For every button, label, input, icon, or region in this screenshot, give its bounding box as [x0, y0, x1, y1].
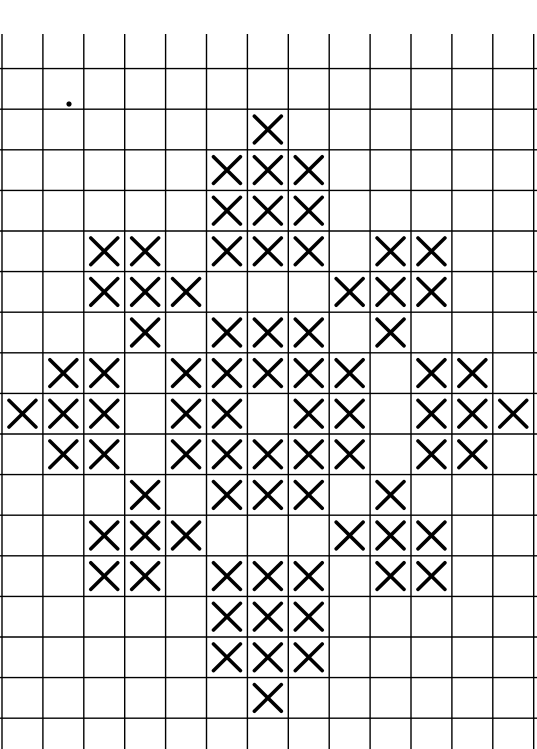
cross-stitch-mark [9, 400, 36, 427]
cross-stitch-mark [173, 360, 200, 387]
cross-stitch-mark [214, 603, 241, 630]
cross-stitch-mark [295, 238, 322, 265]
cross-stitch-mark [173, 400, 200, 427]
cross-stitch-mark [132, 563, 159, 590]
cross-stitch-mark [214, 238, 241, 265]
cross-stitch-mark [254, 157, 281, 184]
cross-stitch-mark [418, 400, 445, 427]
cross-stitch-mark [254, 238, 281, 265]
cross-stitch-mark [295, 482, 322, 509]
cross-stitch-mark [91, 441, 118, 468]
cross-stitch-mark [214, 482, 241, 509]
cross-stitch-mark [418, 360, 445, 387]
cross-stitch-mark [254, 482, 281, 509]
cross-stitch-mark [214, 157, 241, 184]
cross-stitch-mark [295, 563, 322, 590]
cross-stitch-mark [91, 360, 118, 387]
cross-stitch-mark [132, 279, 159, 306]
cross-stitch-mark [336, 522, 363, 549]
cross-stitch-mark [50, 400, 77, 427]
cross-stitch-mark [173, 441, 200, 468]
cross-stitch-mark [173, 279, 200, 306]
cross-stitch-mark [295, 157, 322, 184]
cross-stitch-mark [214, 563, 241, 590]
cross-stitch-mark [91, 238, 118, 265]
cross-stitch-mark [91, 400, 118, 427]
cross-stitch-mark [418, 563, 445, 590]
cross-stitch-mark [214, 319, 241, 346]
cross-stitch-mark [254, 603, 281, 630]
cross-stitch-mark [295, 644, 322, 671]
cross-stitch-mark [214, 644, 241, 671]
cross-stitch-mark [459, 441, 486, 468]
cross-stitch-mark [295, 441, 322, 468]
stitch-marks [9, 116, 527, 711]
cross-stitch-mark [377, 482, 404, 509]
cross-stitch-mark [377, 279, 404, 306]
cross-stitch-mark [254, 563, 281, 590]
cross-stitch-mark [91, 563, 118, 590]
cross-stitch-mark [91, 522, 118, 549]
cross-stitch-mark [214, 400, 241, 427]
cross-stitch-mark [254, 685, 281, 712]
cross-stitch-mark [91, 279, 118, 306]
cross-stitch-mark [377, 319, 404, 346]
cross-stitch-mark [254, 360, 281, 387]
cross-stitch-mark [295, 360, 322, 387]
cross-stitch-mark [132, 319, 159, 346]
cross-stitch-mark [377, 238, 404, 265]
ink-speck [66, 101, 71, 106]
cross-stitch-mark [132, 482, 159, 509]
cross-stitch-mark [418, 441, 445, 468]
cross-stitch-mark [254, 197, 281, 224]
cross-stitch-mark [459, 360, 486, 387]
cross-stitch-mark [254, 319, 281, 346]
cross-stitch-mark [214, 197, 241, 224]
cross-stitch-mark [336, 441, 363, 468]
cross-stitch-mark [254, 116, 281, 143]
cross-stitch-mark [214, 441, 241, 468]
chart-grid [0, 34, 537, 749]
cross-stitch-mark [336, 279, 363, 306]
cross-stitch-mark [173, 522, 200, 549]
cross-stitch-mark [254, 441, 281, 468]
cross-stitch-mark [295, 197, 322, 224]
cross-stitch-mark [295, 603, 322, 630]
cross-stitch-mark [50, 360, 77, 387]
cross-stitch-mark [295, 400, 322, 427]
cross-stitch-mark [214, 360, 241, 387]
cross-stitch-mark [377, 522, 404, 549]
cross-stitch-mark [132, 238, 159, 265]
cross-stitch-mark [254, 644, 281, 671]
cross-stitch-mark [418, 279, 445, 306]
cross-stitch-mark [336, 360, 363, 387]
cross-stitch-mark [295, 319, 322, 346]
cross-stitch-mark [418, 238, 445, 265]
cross-stitch-mark [459, 400, 486, 427]
cross-stitch-mark [336, 400, 363, 427]
cross-stitch-mark [500, 400, 527, 427]
cross-stitch-mark [132, 522, 159, 549]
cross-stitch-mark [377, 563, 404, 590]
cross-stitch-mark [50, 441, 77, 468]
cross-stitch-mark [418, 522, 445, 549]
